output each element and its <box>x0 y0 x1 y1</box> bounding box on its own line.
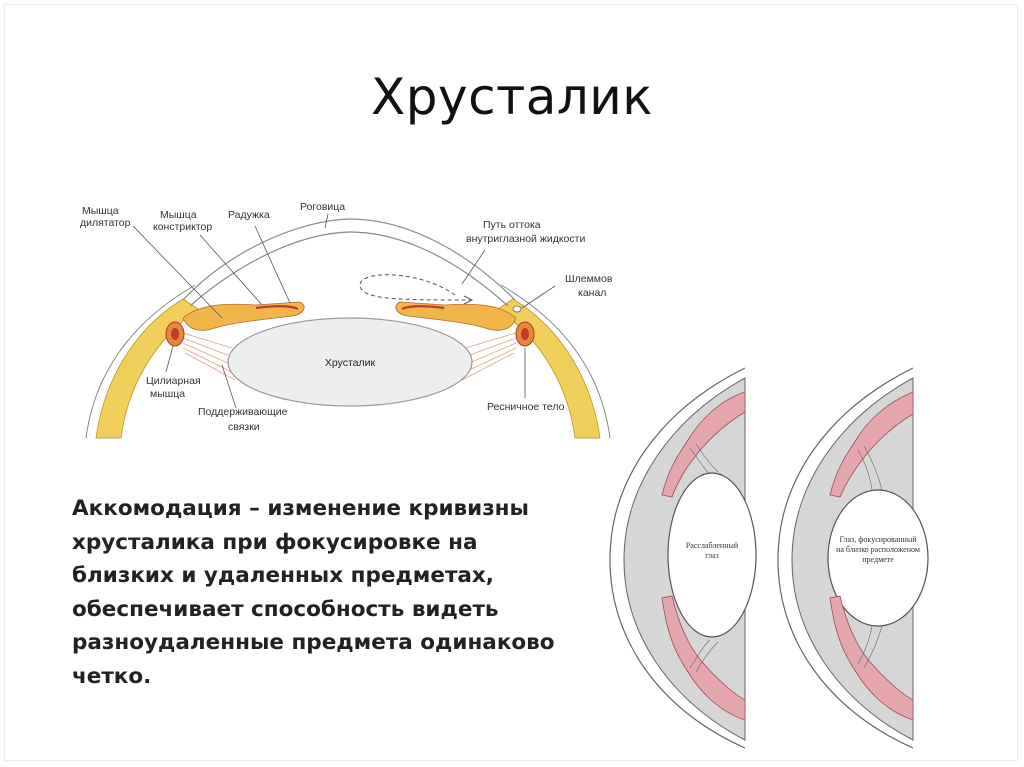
lens-label: Хрусталик <box>325 357 376 369</box>
label-constrictor-2: констриктор <box>153 221 212 233</box>
focused-label-1: Глаз, фокусированный <box>840 535 918 544</box>
relaxed-eye-diagram: Расслабленный глаз <box>610 368 756 748</box>
label-cornea: Роговица <box>300 201 345 213</box>
label-zonules-1: Поддерживающие <box>198 406 288 418</box>
label-iris: Радужка <box>228 209 270 221</box>
relaxed-label-1: Расслабленный <box>686 541 739 550</box>
label-dilator-1: Мышца <box>82 205 119 217</box>
anatomy-diagram: Хрусталик Мышца дилятатор Мышца констрик… <box>80 201 613 438</box>
label-schlemm-2: канал <box>578 287 606 299</box>
ciliary-muscle-left-core <box>171 328 179 340</box>
focused-label-2: на близко расположеном <box>836 545 920 554</box>
relaxed-label-2: глаз <box>705 551 719 560</box>
focused-eye-diagram: Глаз, фокусированный на близко расположе… <box>778 368 928 748</box>
label-ciliary-2: мышца <box>150 388 185 400</box>
schlemm-canal <box>513 306 521 312</box>
label-outflow-2: внутриглазной жидкости <box>466 233 585 245</box>
label-constrictor-1: Мышца <box>160 209 197 221</box>
label-ciliary-1: Цилиарная <box>146 375 201 387</box>
label-outflow-1: Путь оттока <box>483 219 541 231</box>
outflow-path <box>360 275 470 300</box>
label-dilator-2: дилятатор <box>80 217 131 229</box>
cornea <box>183 219 515 300</box>
label-ciliary-body: Ресничное тело <box>487 401 565 413</box>
label-schlemm-1: Шлеммов <box>565 273 613 285</box>
label-zonules-2: связки <box>228 421 260 433</box>
cornea-inner <box>190 232 508 306</box>
focused-label-3: предмете <box>862 555 894 564</box>
ciliary-muscle-right-core <box>521 328 529 340</box>
